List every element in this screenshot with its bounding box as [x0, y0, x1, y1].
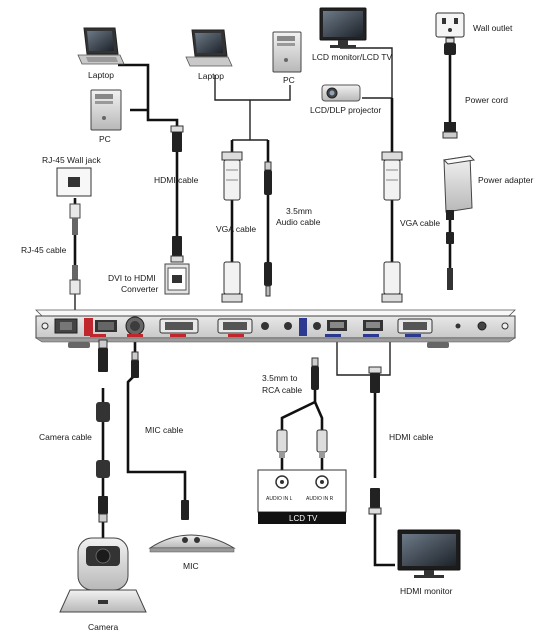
hdmi-out-connector-top [368, 366, 382, 393]
hdmi-connector-bottom [170, 236, 184, 263]
dvi-hdmi-converter [164, 263, 190, 295]
vga-connector-mid-bottom [221, 261, 243, 303]
rj45-cable-label: RJ-45 cable [21, 245, 67, 255]
rear-panel [35, 309, 516, 348]
vga-connector-right-top [381, 151, 403, 201]
mic-label: MIC [183, 561, 199, 571]
lcd-tv-label: LCD TV [289, 514, 318, 523]
power-adapter [442, 122, 476, 290]
vga-cable-mid-label: VGA cable [216, 224, 256, 234]
power-cord-label: Power cord [465, 95, 508, 105]
rj45-jack-label: RJ-45 Wall jack [42, 155, 101, 165]
dvi-hdmi-label-1: DVI to HDMI [108, 273, 156, 283]
laptop-left-label: Laptop [88, 70, 114, 80]
projector-label: LCD/DLP projector [310, 105, 381, 115]
mic-cable-plug-bottom [181, 500, 189, 520]
audio-cable-label-2: Audio cable [276, 217, 321, 227]
camera-cable-ferrite-2 [96, 460, 110, 478]
laptop-mid [185, 29, 233, 67]
wall-outlet-label: Wall outlet [473, 23, 513, 33]
audio-plug-bottom [264, 262, 272, 297]
mic-cable-label: MIC cable [145, 425, 184, 435]
vga-connector-right-bottom [381, 261, 403, 303]
rca-plug-right [316, 429, 328, 458]
rca-cable-label-2: RCA cable [262, 385, 302, 395]
rca-35mm-plug [311, 357, 319, 390]
laptop-left [77, 27, 125, 65]
hdmi-monitor [397, 529, 461, 578]
pc-left-label: PC [99, 134, 111, 144]
camera-cable-connector-top [98, 339, 108, 372]
lcd-tv-audio-inputs [257, 469, 347, 524]
mic-cable-plug [131, 351, 139, 378]
camera-cable-label: Camera cable [39, 432, 92, 442]
pc-mid-label: PC [283, 75, 295, 85]
hdmi-monitor-label: HDMI monitor [400, 586, 453, 596]
hdmi-cable-top-label: HDMI cable [154, 175, 199, 185]
lcd-projector [321, 84, 361, 102]
rj45-connector-top [69, 203, 81, 235]
wall-outlet [435, 12, 465, 38]
rca-plug-left [276, 429, 288, 458]
audio-plug-top [264, 161, 272, 195]
pc-left [90, 89, 122, 131]
camera-label: Camera [88, 622, 119, 632]
rj45-connector-bottom [69, 265, 81, 295]
audio-cable-label-1: 3.5mm [286, 206, 312, 216]
power-adapter-label: Power adapter [478, 175, 533, 185]
hdmi-cable-bottom-label: HDMI cable [389, 432, 434, 442]
rj45-wall-jack [56, 167, 92, 197]
audio-in-r-label: AUDIO IN R [306, 496, 334, 502]
dvi-hdmi-label-2: Converter [121, 284, 158, 294]
camera [59, 537, 147, 613]
hdmi-out-connector-bottom [368, 488, 382, 515]
microphone [148, 534, 236, 553]
lcd-monitor [319, 7, 367, 48]
vga-cable-right-label: VGA cable [400, 218, 440, 228]
camera-cable-ferrite-1 [96, 402, 110, 422]
hdmi-connector-top [170, 125, 184, 152]
rca-cable-label-1: 3.5mm to [262, 373, 298, 383]
power-plug [444, 37, 456, 55]
pc-mid [272, 31, 302, 73]
lcd-monitor-label: LCD monitor/LCD TV [312, 52, 392, 62]
camera-cable-connector-bottom [98, 496, 108, 523]
audio-in-l-label: AUDIO IN L [266, 496, 293, 502]
laptop-mid-label: Laptop [198, 71, 224, 81]
vga-connector-mid-top [221, 151, 243, 201]
